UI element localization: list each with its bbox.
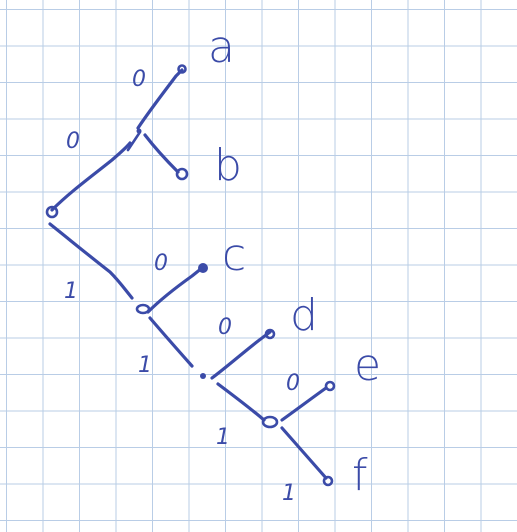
edge-n3-to-d (210, 330, 272, 380)
node-n3 (200, 373, 206, 379)
edge-label-n3-to-n4: 1 (216, 425, 230, 450)
leaf-label-c: c (222, 230, 246, 281)
edge-n3-to-n4 (216, 382, 266, 422)
node-n4 (261, 415, 279, 429)
edge-n4-to-e (280, 386, 328, 422)
node-root (45, 205, 59, 219)
edge-label-n1-to-a: 0 (132, 67, 146, 92)
leaf-node-e (324, 380, 336, 392)
leaf-label-a: a (208, 22, 235, 73)
edge-label-root-lower: 1 (64, 279, 78, 304)
leaf-label-e: e (354, 340, 381, 391)
leaf-node-a (177, 64, 187, 74)
edge-n4-to-f (280, 426, 328, 480)
edge-n1-to-a (136, 68, 184, 130)
edge-n1-junction-stroke (126, 130, 142, 152)
node-n1 (136, 128, 142, 134)
edge-label-n4-to-f: 1 (282, 481, 296, 506)
leaf-node-d (264, 328, 276, 340)
leaf-label-d: d (290, 290, 318, 341)
edge-n2-to-n3 (148, 316, 194, 368)
edge-label-n3-to-d: 0 (218, 315, 232, 340)
leaf-node-c (198, 263, 208, 273)
edge-n2-to-c (146, 266, 204, 314)
edge-label-n2-to-c: 0 (154, 251, 168, 276)
edge-n1-to-b (143, 133, 180, 174)
edge-label-n2-to-n3: 1 (138, 353, 152, 378)
edge-label-n4-to-e: 0 (286, 371, 300, 396)
edge-label-root-upper: 0 (66, 129, 80, 154)
leaf-label-b: b (214, 140, 242, 191)
edge-root-to-n1 (50, 141, 132, 212)
edge-root-to-n2 (48, 222, 134, 300)
leaf-node-b (175, 167, 189, 181)
leaf-node-f (322, 475, 334, 487)
node-n2 (135, 303, 151, 315)
leaf-label-f: f (352, 450, 368, 501)
